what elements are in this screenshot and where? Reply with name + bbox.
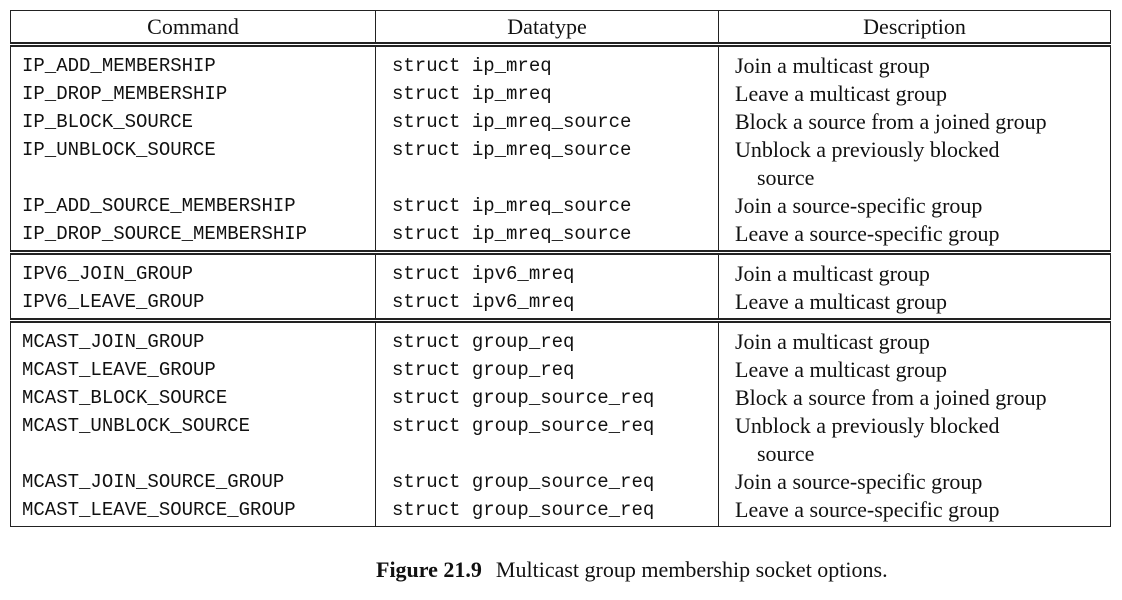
datatype-cell: struct ip_mreq: [375, 80, 719, 108]
datatype-cell: struct ip_mreq: [375, 44, 719, 80]
command-cell: IP_ADD_MEMBERSHIP: [10, 44, 376, 80]
datatype-cell: struct ip_mreq_source: [375, 192, 719, 220]
command-cell: MCAST_LEAVE_SOURCE_GROUP: [10, 496, 376, 527]
command-cell: IP_BLOCK_SOURCE: [10, 108, 376, 136]
table-header: Command Datatype Description: [10, 10, 1111, 45]
header-description: Description: [718, 10, 1111, 45]
description-text: Leave a multicast group: [735, 289, 947, 314]
header-command: Command: [10, 10, 376, 45]
command-cell: MCAST_BLOCK_SOURCE: [10, 384, 376, 412]
socket-options-table: Command Datatype Description IP_ADD_MEMB…: [10, 10, 1111, 527]
description-text: Block a source from a joined group: [735, 385, 1047, 410]
command-cell: IP_ADD_SOURCE_MEMBERSHIP: [10, 192, 376, 220]
command-cell: IP_DROP_MEMBERSHIP: [10, 80, 376, 108]
description-cell: Unblock a previously blocked source: [718, 136, 1111, 192]
description-text: Join a source-specific group: [735, 193, 983, 218]
description-cell: Block a source from a joined group: [718, 108, 1111, 136]
figure-caption: Figure 21.9 Multicast group membership so…: [376, 557, 888, 583]
description-cell: Leave a source-specific group: [718, 220, 1111, 253]
datatype-cell: struct group_source_req: [375, 384, 719, 412]
description-text: Join a multicast group: [735, 329, 930, 354]
description-cell: Join a source-specific group: [718, 192, 1111, 220]
datatype-cell: struct ipv6_mreq: [375, 288, 719, 321]
description-text: Unblock a previously blocked: [735, 413, 1000, 438]
description-cell: Leave a multicast group: [718, 80, 1111, 108]
description-text: Unblock a previously blocked: [735, 137, 1000, 162]
command-cell: IP_DROP_SOURCE_MEMBERSHIP: [10, 220, 376, 253]
description-cell: Block a source from a joined group: [718, 384, 1111, 412]
description-text: Join a multicast group: [735, 261, 930, 286]
description-cell: Leave a multicast group: [718, 288, 1111, 321]
datatype-cell: struct ip_mreq_source: [375, 220, 719, 253]
datatype-cell: struct ip_mreq_source: [375, 136, 719, 192]
description-text: Join a multicast group: [735, 53, 930, 78]
command-cell: MCAST_UNBLOCK_SOURCE: [10, 412, 376, 468]
command-cell: MCAST_JOIN_GROUP: [10, 320, 376, 356]
header-datatype: Datatype: [375, 10, 719, 45]
description-text: Leave a multicast group: [735, 357, 947, 382]
datatype-cell: struct group_req: [375, 320, 719, 356]
command-cell: MCAST_JOIN_SOURCE_GROUP: [10, 468, 376, 496]
command-cell: IPV6_JOIN_GROUP: [10, 252, 376, 288]
description-text: Leave a source-specific group: [735, 497, 1000, 522]
description-cell: Leave a source-specific group: [718, 496, 1111, 527]
description-cell: Leave a multicast group: [718, 356, 1111, 384]
description-text: Leave a source-specific group: [735, 221, 1000, 246]
datatype-cell: struct group_source_req: [375, 468, 719, 496]
command-cell: IPV6_LEAVE_GROUP: [10, 288, 376, 321]
command-cell: IP_UNBLOCK_SOURCE: [10, 136, 376, 192]
header-row: Command Datatype Description: [10, 10, 1111, 45]
datatype-cell: struct group_source_req: [375, 496, 719, 527]
description-continuation: source: [757, 165, 815, 190]
figure-caption-text: Multicast group membership socket option…: [495, 557, 888, 582]
description-continuation: source: [757, 441, 815, 466]
datatype-cell: struct group_source_req: [375, 412, 719, 468]
description-text: Leave a multicast group: [735, 81, 947, 106]
figure-label: Figure 21.9: [376, 557, 482, 582]
datatype-cell: struct ip_mreq_source: [375, 108, 719, 136]
description-cell: Join a multicast group: [718, 44, 1111, 80]
description-cell: Join a multicast group: [718, 320, 1111, 356]
datatype-cell: struct ipv6_mreq: [375, 252, 719, 288]
description-cell: Unblock a previously blocked source: [718, 412, 1111, 468]
description-text: Join a source-specific group: [735, 469, 983, 494]
description-cell: Join a multicast group: [718, 252, 1111, 288]
description-cell: Join a source-specific group: [718, 468, 1111, 496]
command-cell: MCAST_LEAVE_GROUP: [10, 356, 376, 384]
datatype-cell: struct group_req: [375, 356, 719, 384]
description-text: Block a source from a joined group: [735, 109, 1047, 134]
